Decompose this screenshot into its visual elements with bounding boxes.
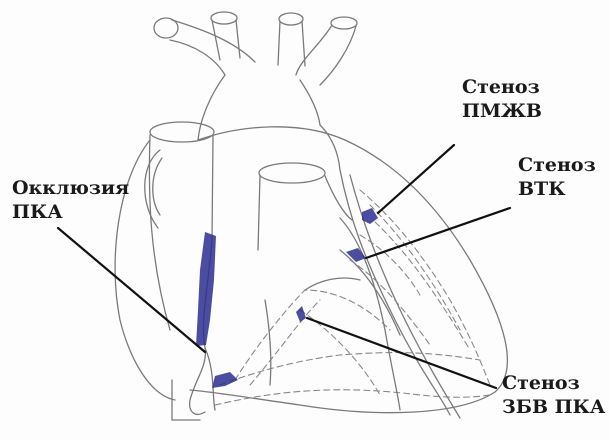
pda-stenosis-mark (296, 306, 306, 322)
lad-stenosis-label-line2: ПМЖВ (462, 99, 542, 123)
pda-stenosis-label-line1: Стеноз (502, 371, 605, 395)
rca-occlusion-label: Окклюзия ПКА (12, 176, 129, 224)
pda-stenosis-label: Стеноз ЗБВ ПКА (502, 371, 605, 419)
lad-stenosis-label-line1: Стеноз (462, 75, 542, 99)
rca-occlusion-label-line2: ПКА (12, 200, 129, 224)
rca-occlusion-mark (196, 232, 216, 346)
aortic-arch (154, 12, 357, 140)
cx-stenosis-label-line2: ВТК (518, 177, 596, 201)
pda-stenosis-label-line2: ЗБВ ПКА (502, 395, 605, 419)
cx-stenosis-label: Стеноз ВТК (518, 153, 596, 201)
lad-stenosis-label: Стеноз ПМЖВ (462, 75, 542, 123)
lad-pointer (378, 145, 454, 213)
cx-stenosis-label-line1: Стеноз (518, 153, 596, 177)
lesions (196, 208, 378, 388)
rca-occlusion-label-line1: Окклюзия (12, 176, 129, 200)
cx-pointer (366, 208, 510, 258)
pda-pointer (307, 318, 496, 388)
rca-pointer (58, 228, 205, 352)
pda-lesion-mark (212, 372, 238, 388)
